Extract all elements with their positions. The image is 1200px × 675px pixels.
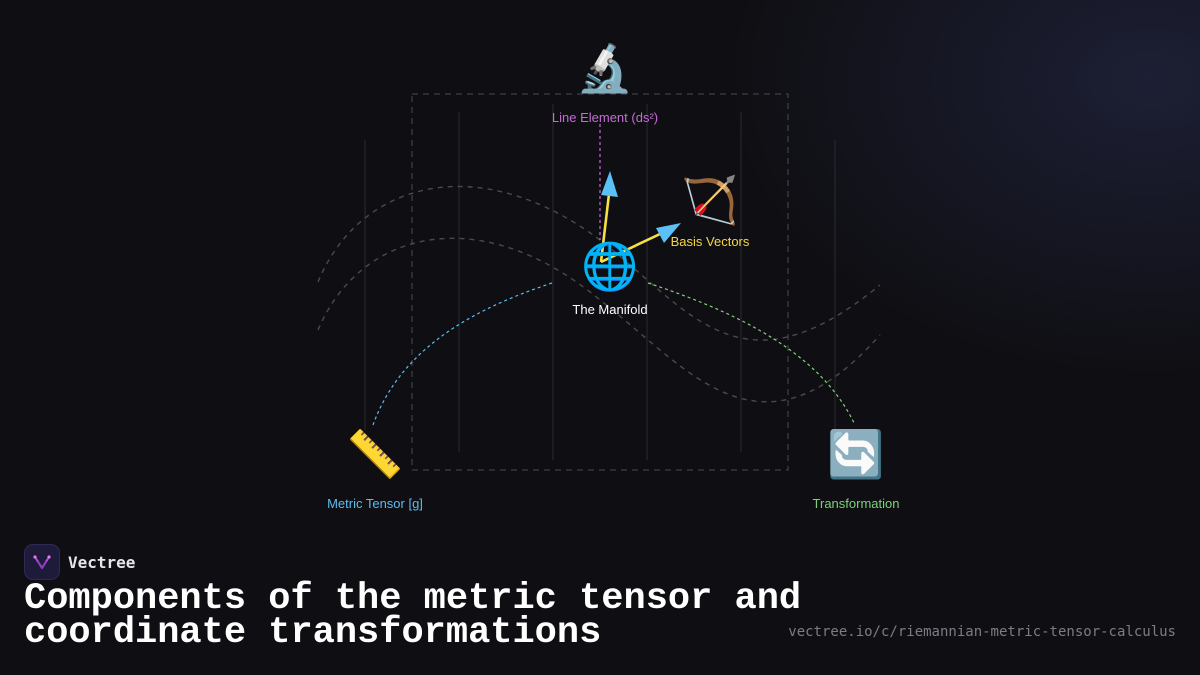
node-metric-tensor: 📏 Metric Tensor [g] xyxy=(327,426,423,511)
node-label: Transformation xyxy=(812,496,900,511)
brand: Vectree xyxy=(24,544,135,580)
node-label: Basis Vectors xyxy=(670,234,750,249)
node-line-element: 🔬 Line Element (ds²) xyxy=(552,40,658,125)
brand-name: Vectree xyxy=(68,552,136,572)
node-label: The Manifold xyxy=(572,302,648,317)
basis-vector-e2-shaft xyxy=(600,232,661,264)
node-basis-vectors: 🏹 Basis Vectors xyxy=(671,172,750,249)
bow-and-arrow-icon: 🏹 xyxy=(681,173,739,227)
coordinate-frame xyxy=(411,93,789,471)
basis-vector-e2-head xyxy=(656,223,681,243)
source-url: vectree.io/c/riemannian-metric-tensor-ca… xyxy=(788,624,1176,640)
connector-transformation xyxy=(647,282,856,426)
ruler-icon: 📏 xyxy=(346,427,404,481)
grid-lines xyxy=(364,104,836,460)
basis-vector-e1-head xyxy=(601,171,618,197)
repeat-arrows-icon: 🔄 xyxy=(827,427,885,481)
basis-vector-e1-shaft xyxy=(599,193,611,263)
node-label: Metric Tensor [g] xyxy=(327,496,423,511)
node-label: Line Element (ds²) xyxy=(551,110,659,125)
vectree-logo-icon xyxy=(24,544,60,580)
microscope-icon: 🔬 xyxy=(576,41,634,95)
globe-icon: 🌐 xyxy=(581,239,639,293)
node-transformation: 🔄 Transformation xyxy=(813,426,900,511)
connector-metric-tensor xyxy=(372,282,553,426)
node-manifold: 🌐 The Manifold xyxy=(572,238,647,317)
page-title: Components of the metric tensor and coor… xyxy=(24,578,802,654)
